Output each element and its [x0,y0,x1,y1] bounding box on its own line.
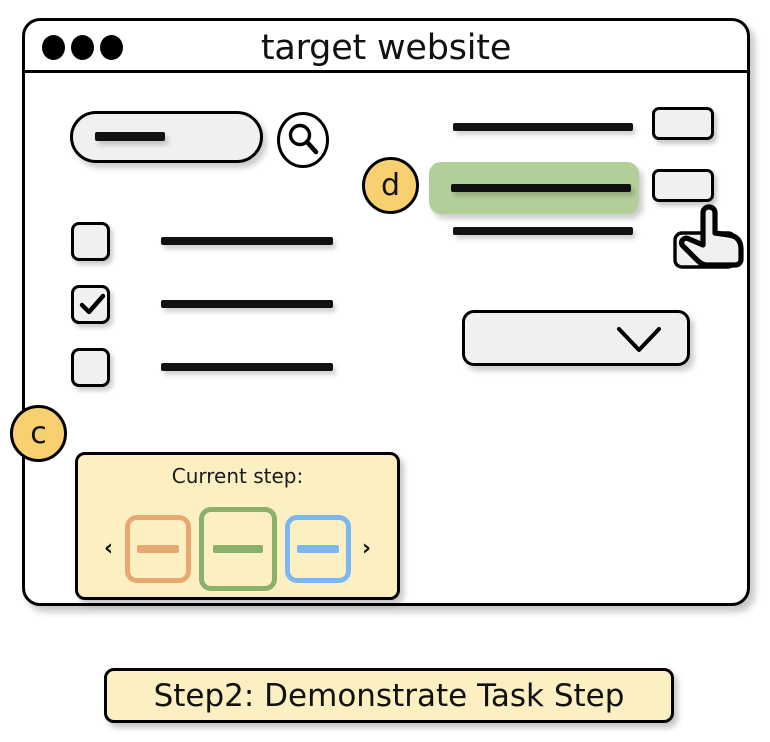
step-card-current-bar [212,545,263,553]
check-icon [79,293,106,315]
title-bar: target website [25,21,747,73]
option-row-1[interactable] [453,117,653,137]
checkbox-2[interactable] [71,285,110,324]
callout-badge-c: c [10,405,67,462]
list-item-label [161,237,333,245]
list-item-label [161,300,333,308]
current-step-title: Current step: [171,464,304,488]
prev-step-arrow[interactable]: ‹ [103,536,114,561]
maximize-dot[interactable] [100,35,123,60]
option-row-1-label [453,123,633,131]
search-icon[interactable] [276,111,330,169]
option-row-3-label [453,227,633,235]
option-row-2-button[interactable] [652,169,714,202]
current-step-panel: Current step: ‹ › [75,452,400,600]
highlighted-row-label [451,184,631,192]
pointing-hand-cursor [673,189,759,275]
checkbox-1[interactable] [71,222,110,261]
list-item-label [161,363,333,371]
step-caption: Step2: Demonstrate Task Step [104,668,674,723]
highlighted-row[interactable] [429,162,639,214]
option-row-1-button[interactable] [652,107,714,140]
close-dot[interactable] [42,35,65,60]
option-row-3[interactable] [453,221,653,241]
page-title: target website [260,28,512,68]
chevron-down-icon [617,327,661,352]
callout-badge-d: d [362,157,419,214]
search-input[interactable] [70,111,263,163]
step-card-next-bar [296,545,339,553]
step-card-current[interactable] [198,507,277,591]
step-card-carousel: ‹ › [78,507,397,591]
step-card-next[interactable] [284,515,351,583]
minimize-dot[interactable] [71,35,94,60]
checkbox-3[interactable] [71,348,110,387]
search-input-text-placeholder [95,132,165,141]
dropdown-select[interactable] [462,310,690,366]
step-card-previous[interactable] [124,515,191,583]
next-step-arrow[interactable]: › [361,536,372,561]
traffic-lights [42,35,123,60]
step-card-previous-bar [136,545,179,553]
browser-window: target website [22,18,750,606]
